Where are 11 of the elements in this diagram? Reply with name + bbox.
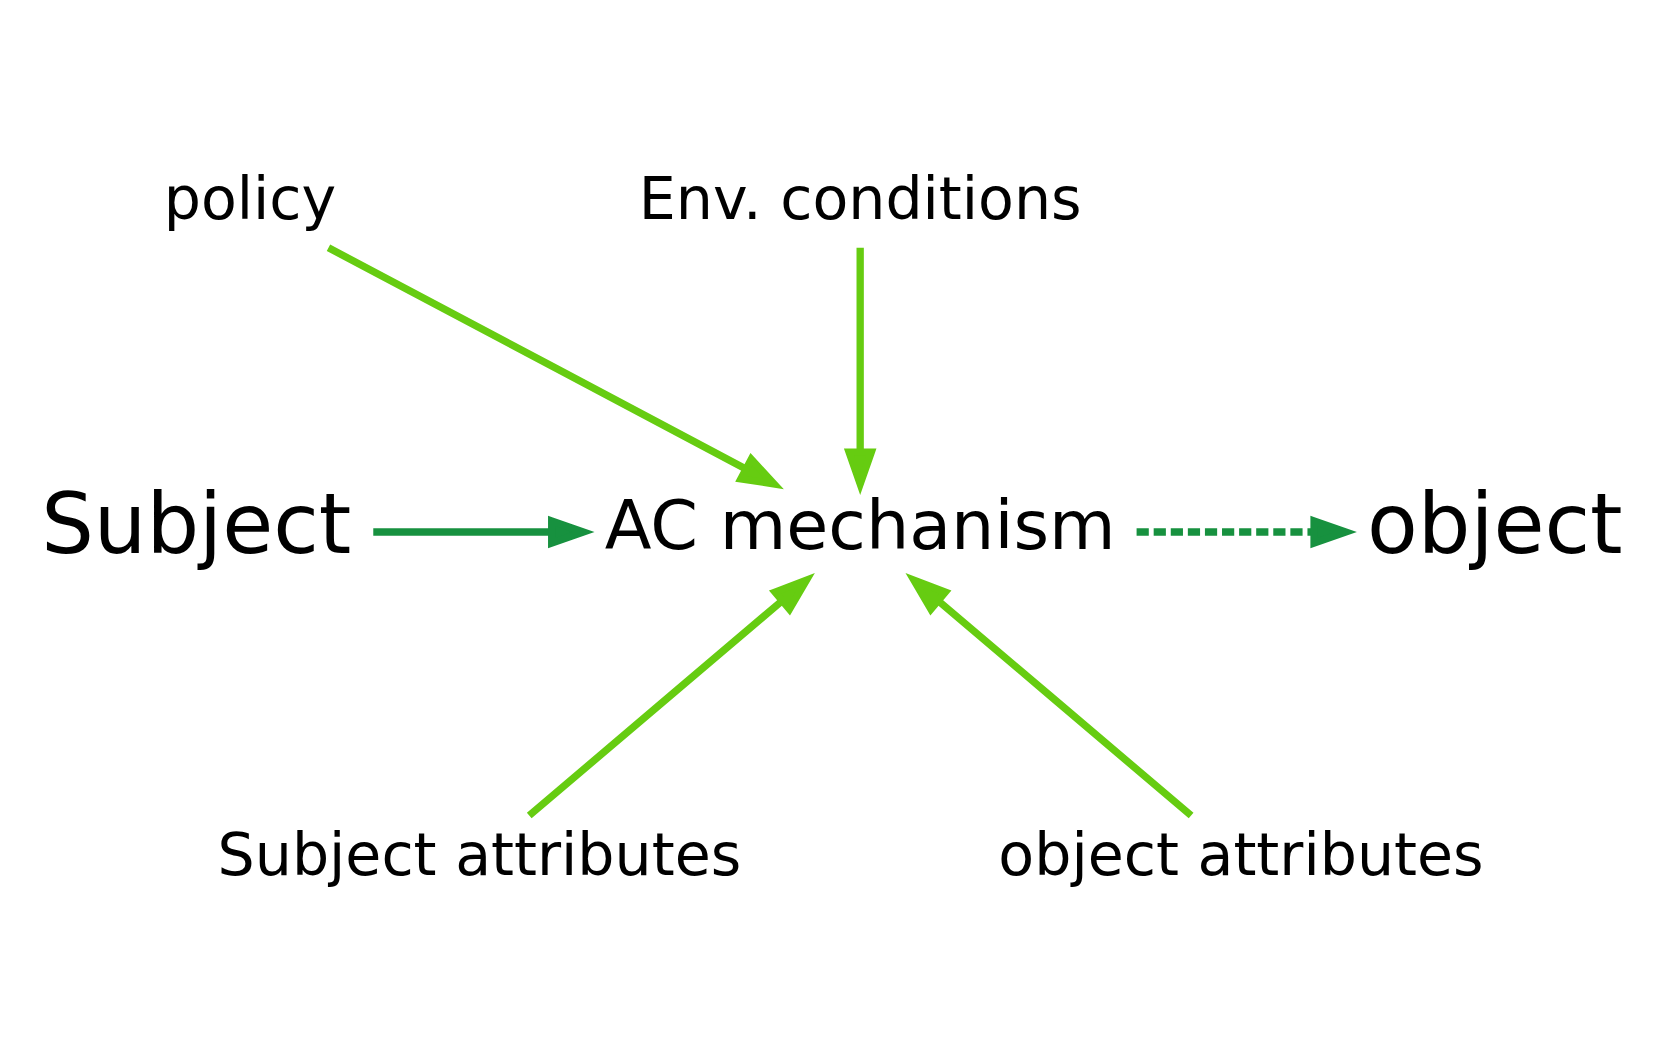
arrow: [372, 515, 594, 548]
node-text: AC mechanism: [604, 485, 1116, 565]
arrow: [526, 572, 815, 818]
node-text: object attributes: [997, 820, 1484, 889]
node-text: Subject attributes: [217, 820, 741, 889]
arrow: [905, 572, 1193, 818]
node-text: policy: [163, 164, 336, 233]
node-text: Env. conditions: [638, 164, 1082, 233]
node-text: Subject: [40, 475, 351, 573]
node-text: object: [1366, 475, 1623, 573]
arrow: [326, 244, 784, 489]
